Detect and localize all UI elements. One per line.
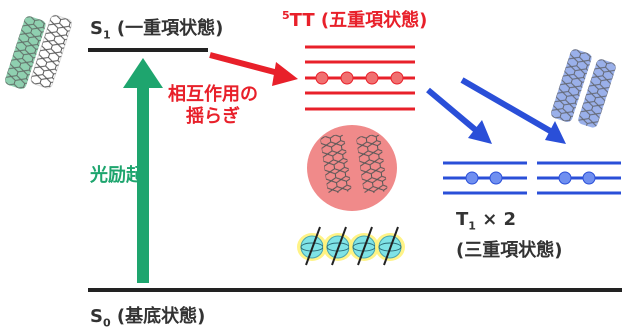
singlet-label: S1 (一重項状態) [90,18,224,42]
spin-sphere-icon [297,226,327,266]
spin-spheres [297,226,405,266]
fission-arrow [209,52,298,86]
pentacene-dimer-green-icon [5,14,73,89]
triplet-arrow-left [426,87,492,144]
quintet-levels [305,45,415,111]
ground-state-label: S0 (基底状態) [90,306,206,330]
triplet-levels-left [443,161,527,195]
triplet-levels-right [537,161,621,195]
quintet-label: 5TT (五重項状態) [282,9,428,31]
spin-sphere-icon [349,226,379,266]
spin-sphere-icon [375,226,405,266]
spin-sphere-icon [323,226,353,266]
photoexcitation-arrow [123,58,163,283]
triplet-label: T1 × 2 (三重項状態) [456,209,563,261]
triplet-arrow-right [460,77,566,144]
pentacene-dimer-blue-icon [551,49,616,128]
quintet-electrons [315,71,404,85]
photoexcitation-label: 光励起 [90,165,144,186]
interaction-fluctuation-label: 相互作用の 揺らぎ [168,84,258,127]
pentacene-dimer-red-icon [307,125,397,211]
